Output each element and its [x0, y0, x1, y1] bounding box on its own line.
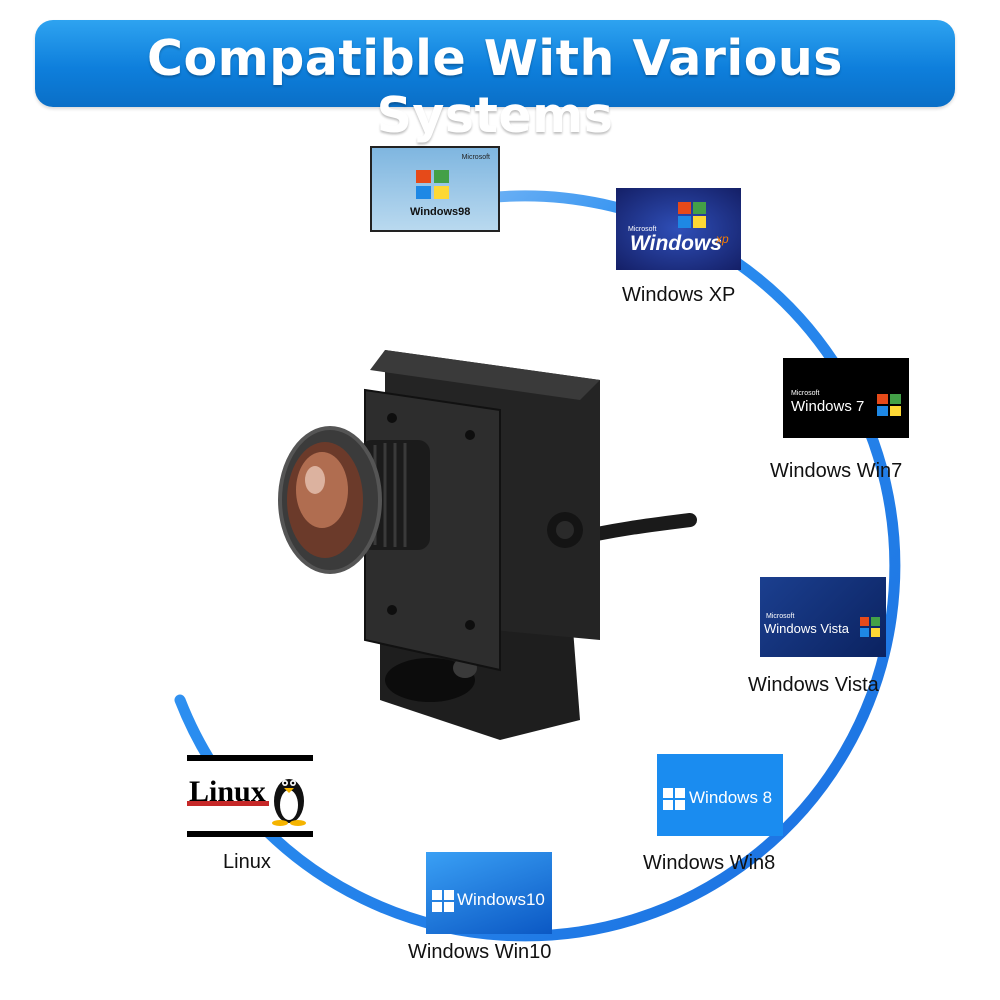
linux-caption: Linux: [223, 851, 271, 873]
windows-flag-icon: [877, 394, 901, 416]
windows-flag-icon: [432, 890, 454, 912]
windows7-caption: Windows Win7: [770, 460, 903, 482]
windows7-logo: Microsoft Windows 7: [783, 358, 909, 438]
microsoft-brand: Microsoft: [461, 154, 490, 161]
windows8-logo: Windows 8: [657, 754, 783, 836]
tux-penguin-icon: [272, 779, 306, 826]
title-banner: Compatible With Various Systems: [35, 20, 955, 144]
windows-vista-caption: Windows Vista: [748, 674, 879, 696]
windows98-text: Windows98: [410, 206, 471, 218]
microsoft-brand: Microsoft: [791, 390, 820, 397]
windows-flag-icon: [860, 617, 880, 637]
windows98-logo: Microsoft Windows98: [370, 146, 500, 232]
windows-flag-icon: [678, 202, 706, 228]
windows10-logo: Windows10: [426, 852, 552, 934]
xp-suffix: xp: [716, 232, 729, 246]
linux-underline: [187, 801, 269, 806]
windows10-text: Windows10: [457, 890, 545, 909]
windows-vista-logo: Microsoft Windows Vista: [760, 577, 886, 657]
windows10-caption: Windows Win10: [408, 941, 552, 963]
windows7-text: Windows 7: [791, 398, 865, 415]
windows-xp-caption: Windows XP: [622, 284, 736, 306]
windows8-text: Windows 8: [689, 788, 773, 807]
windows-xp-text: Windows: [630, 232, 722, 255]
banner-title: Compatible With Various Systems: [147, 30, 843, 144]
windows-flag-icon: [416, 170, 449, 199]
microsoft-brand: Microsoft: [766, 613, 795, 620]
windows-vista-text: Windows Vista: [764, 621, 850, 636]
linux-logo: Linux: [187, 755, 313, 837]
microsoft-brand: Microsoft: [628, 226, 657, 233]
windows8-caption: Windows Win8: [643, 852, 776, 874]
camera-illustration: [278, 350, 697, 740]
windows-flag-icon: [663, 788, 685, 810]
windows-xp-logo: Microsoft Windows xp: [616, 188, 741, 270]
